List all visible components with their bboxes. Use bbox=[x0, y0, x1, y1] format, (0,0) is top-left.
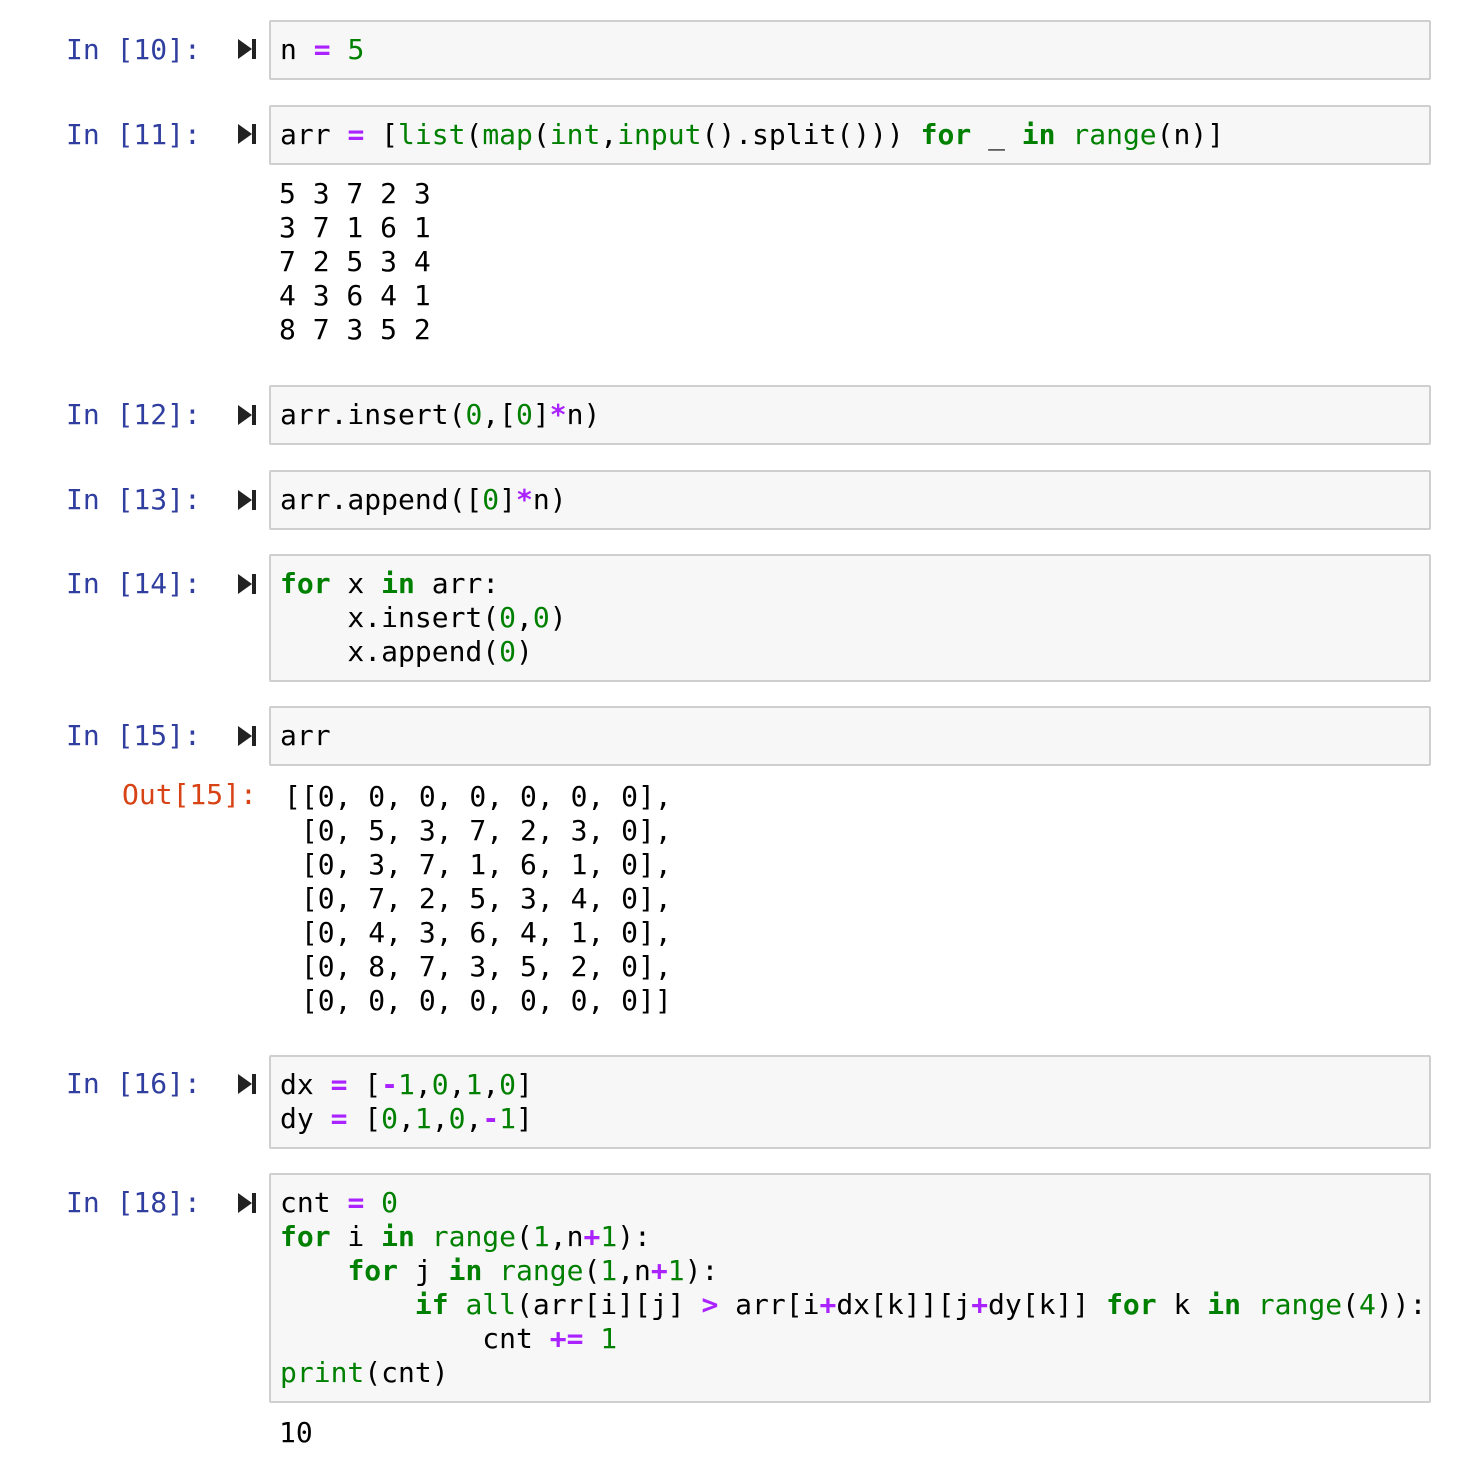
input-prompt: In [18]: bbox=[66, 1186, 201, 1219]
run-cell-icon[interactable] bbox=[236, 488, 258, 512]
code-text: for x in arr: x.insert(0,0) x.append(0) bbox=[280, 567, 567, 668]
code-input[interactable]: cnt = 0 for i in range(1,n+1): for j in … bbox=[269, 1173, 1431, 1403]
code-text: cnt = 0 for i in range(1,n+1): for j in … bbox=[280, 1186, 1427, 1389]
cell-result: [[0, 0, 0, 0, 0, 0, 0], [0, 5, 3, 7, 2, … bbox=[284, 780, 672, 1017]
cell-15: In [15]: arr Out[15]: [[0, 0, 0, 0, 0, 0… bbox=[0, 703, 1462, 1033]
cell-18: In [18]: cnt = 0 for i in range(1,n+1): … bbox=[0, 1170, 1462, 1460]
code-input[interactable]: for x in arr: x.insert(0,0) x.append(0) bbox=[269, 554, 1431, 682]
input-prompt: In [16]: bbox=[66, 1067, 201, 1100]
run-cell-icon[interactable] bbox=[236, 572, 258, 596]
input-prompt: In [10]: bbox=[66, 33, 201, 66]
cell-10: In [10]: n = 5 bbox=[0, 16, 1462, 96]
cell-12: In [12]: arr.insert(0,[0]*n) bbox=[0, 382, 1462, 452]
input-prompt: In [11]: bbox=[66, 118, 201, 151]
code-input[interactable]: arr bbox=[269, 706, 1431, 766]
run-cell-icon[interactable] bbox=[236, 37, 258, 61]
code-input[interactable]: arr = [list(map(int,input().split())) fo… bbox=[269, 105, 1431, 165]
input-prompt: In [12]: bbox=[66, 398, 201, 431]
cell-13: In [13]: arr.append([0]*n) bbox=[0, 467, 1462, 537]
cell-16: In [16]: dx = [-1,0,1,0] dy = [0,1,0,-1] bbox=[0, 1051, 1462, 1151]
run-cell-icon[interactable] bbox=[236, 724, 258, 748]
code-input[interactable]: n = 5 bbox=[269, 20, 1431, 80]
cell-11: In [11]: arr = [list(map(int,input().spl… bbox=[0, 100, 1462, 360]
code-text: arr.insert(0,[0]*n) bbox=[280, 398, 601, 431]
code-text: arr.append([0]*n) bbox=[280, 483, 567, 516]
code-text: n = 5 bbox=[280, 33, 365, 66]
cell-stdout: 5 3 7 2 3 3 7 1 6 1 7 2 5 3 4 4 3 6 4 1 … bbox=[279, 177, 431, 346]
code-text: arr = [list(map(int,input().split())) fo… bbox=[280, 118, 1225, 151]
run-cell-icon[interactable] bbox=[236, 1191, 258, 1215]
code-input[interactable]: arr.append([0]*n) bbox=[269, 470, 1431, 530]
output-prompt: Out[15]: bbox=[122, 778, 257, 811]
cell-14: In [14]: for x in arr: x.insert(0,0) x.a… bbox=[0, 550, 1462, 690]
input-prompt: In [14]: bbox=[66, 567, 201, 600]
run-cell-icon[interactable] bbox=[236, 403, 258, 427]
code-input[interactable]: dx = [-1,0,1,0] dy = [0,1,0,-1] bbox=[269, 1055, 1431, 1149]
input-prompt: In [13]: bbox=[66, 483, 201, 516]
cell-stdout: 10 bbox=[279, 1416, 313, 1449]
run-cell-icon[interactable] bbox=[236, 1072, 258, 1096]
code-text: dx = [-1,0,1,0] dy = [0,1,0,-1] bbox=[280, 1068, 533, 1135]
run-cell-icon[interactable] bbox=[236, 122, 258, 146]
code-text: arr bbox=[280, 719, 331, 752]
input-prompt: In [15]: bbox=[66, 719, 201, 752]
code-input[interactable]: arr.insert(0,[0]*n) bbox=[269, 385, 1431, 445]
